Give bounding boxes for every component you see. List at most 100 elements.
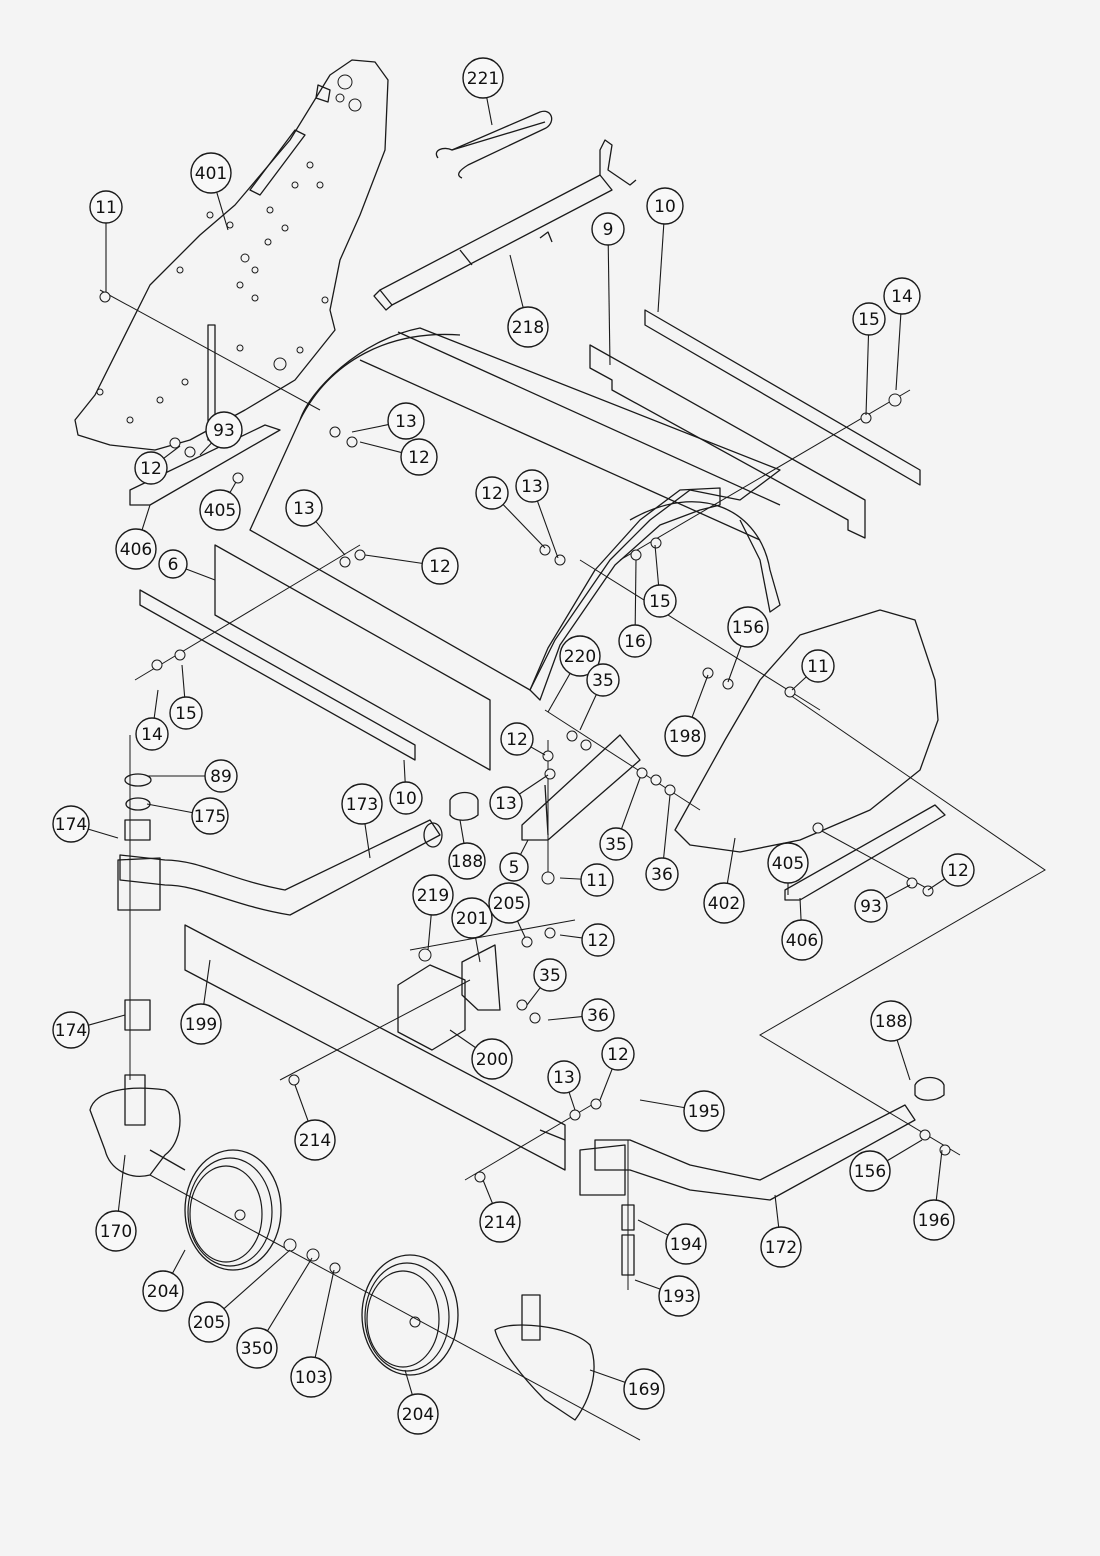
callout-circle — [601, 1037, 635, 1071]
leader-lines — [88, 97, 945, 1395]
wheel-204-right — [361, 1254, 459, 1376]
callout-circle — [559, 635, 601, 677]
callout-circle — [180, 1003, 222, 1045]
part-number: 405 — [772, 854, 804, 874]
part-callout: 156 — [849, 1150, 891, 1192]
bracket-201 — [461, 944, 501, 1011]
part-number: 9 — [603, 220, 614, 240]
part-number: 13 — [495, 794, 517, 814]
part-number: 406 — [120, 540, 152, 560]
callout-circle — [205, 411, 243, 449]
leader-line — [791, 676, 807, 691]
part-number: 93 — [860, 897, 882, 917]
callout-circle — [397, 1393, 439, 1435]
leader-line — [634, 1279, 661, 1290]
part-callout: 89 — [204, 759, 238, 793]
callout-circle — [645, 857, 679, 891]
part-callout: 12 — [475, 476, 509, 510]
part-drawings — [74, 59, 1046, 1441]
part-number: 195 — [688, 1102, 720, 1122]
leader-line — [884, 884, 911, 899]
leader-line — [637, 1219, 669, 1236]
part-callout: 13 — [489, 786, 523, 820]
part-callout: 13 — [515, 469, 549, 503]
leader-line — [351, 424, 389, 433]
leader-line — [634, 559, 637, 626]
leader-line — [88, 828, 119, 839]
part-number: 204 — [402, 1405, 434, 1425]
part-number: 11 — [95, 198, 117, 218]
part-callout: 193 — [658, 1275, 700, 1317]
callout-circle — [387, 402, 425, 440]
part-callout: 35 — [586, 663, 620, 697]
callout-circle — [52, 805, 90, 843]
part-number: 406 — [786, 931, 818, 951]
leader-line — [691, 674, 709, 718]
callout-circle — [421, 547, 459, 585]
part-number: 220 — [564, 647, 596, 667]
part-callout: 93 — [854, 889, 888, 923]
leader-line — [364, 823, 371, 859]
callout-circle — [294, 1119, 336, 1161]
leader-line — [799, 897, 802, 921]
callout-circle — [849, 1150, 891, 1192]
axle-tube-right — [594, 1104, 916, 1201]
leader-line — [146, 803, 193, 814]
part-number: 12 — [506, 730, 528, 750]
callout-circle — [854, 889, 888, 923]
part-number: 16 — [624, 632, 646, 652]
part-callout: 175 — [191, 797, 229, 835]
part-callout: 402 — [703, 882, 745, 924]
leader-line — [607, 244, 611, 366]
part-callout: 12 — [601, 1037, 635, 1071]
part-callout: 35 — [533, 958, 567, 992]
leader-line — [547, 1016, 583, 1021]
leader-line — [199, 442, 212, 456]
callout-circle — [471, 1038, 513, 1080]
part-number: 13 — [521, 477, 543, 497]
part-callout: 15 — [852, 302, 886, 336]
leader-line — [427, 914, 432, 951]
part-number: 12 — [140, 459, 162, 479]
part-callout: 12 — [941, 853, 975, 887]
part-callout: 12 — [581, 923, 615, 957]
part-callout: 196 — [913, 1199, 955, 1241]
leader-line — [886, 1139, 923, 1162]
callout-circle — [547, 1060, 581, 1094]
part-number: 170 — [100, 1222, 132, 1242]
leader-line — [475, 937, 481, 963]
leader-line — [547, 673, 571, 713]
leader-line — [620, 777, 641, 830]
leader-line — [141, 504, 151, 531]
part-callout: 172 — [760, 1226, 802, 1268]
part-number: 200 — [476, 1050, 508, 1070]
part-number: 35 — [605, 835, 627, 855]
part-number: 13 — [553, 1068, 575, 1088]
callout-circle — [400, 438, 438, 476]
part-number: 5 — [509, 858, 520, 878]
leader-line — [895, 313, 902, 391]
leader-line — [559, 934, 583, 939]
callout-circle — [499, 852, 529, 882]
leader-line — [530, 746, 546, 756]
leader-line — [657, 223, 665, 313]
leader-line — [404, 1369, 413, 1395]
part-number: 12 — [429, 557, 451, 577]
part-callout: 13 — [285, 489, 323, 527]
leader-line — [459, 819, 465, 844]
callout-circle — [581, 923, 615, 957]
leader-line — [223, 1249, 291, 1310]
callout-circle — [507, 306, 549, 348]
part-number: 214 — [299, 1131, 331, 1151]
part-callout: 220 — [559, 635, 601, 677]
callout-circle — [664, 715, 706, 757]
callout-circle — [500, 722, 534, 756]
part-callout: 401 — [190, 152, 232, 194]
leader-line — [486, 97, 493, 126]
callout-circle — [727, 606, 769, 648]
callout-circle — [199, 489, 241, 531]
callout-circle — [580, 863, 614, 897]
leader-line — [579, 694, 597, 731]
part-callout: 194 — [665, 1223, 707, 1265]
